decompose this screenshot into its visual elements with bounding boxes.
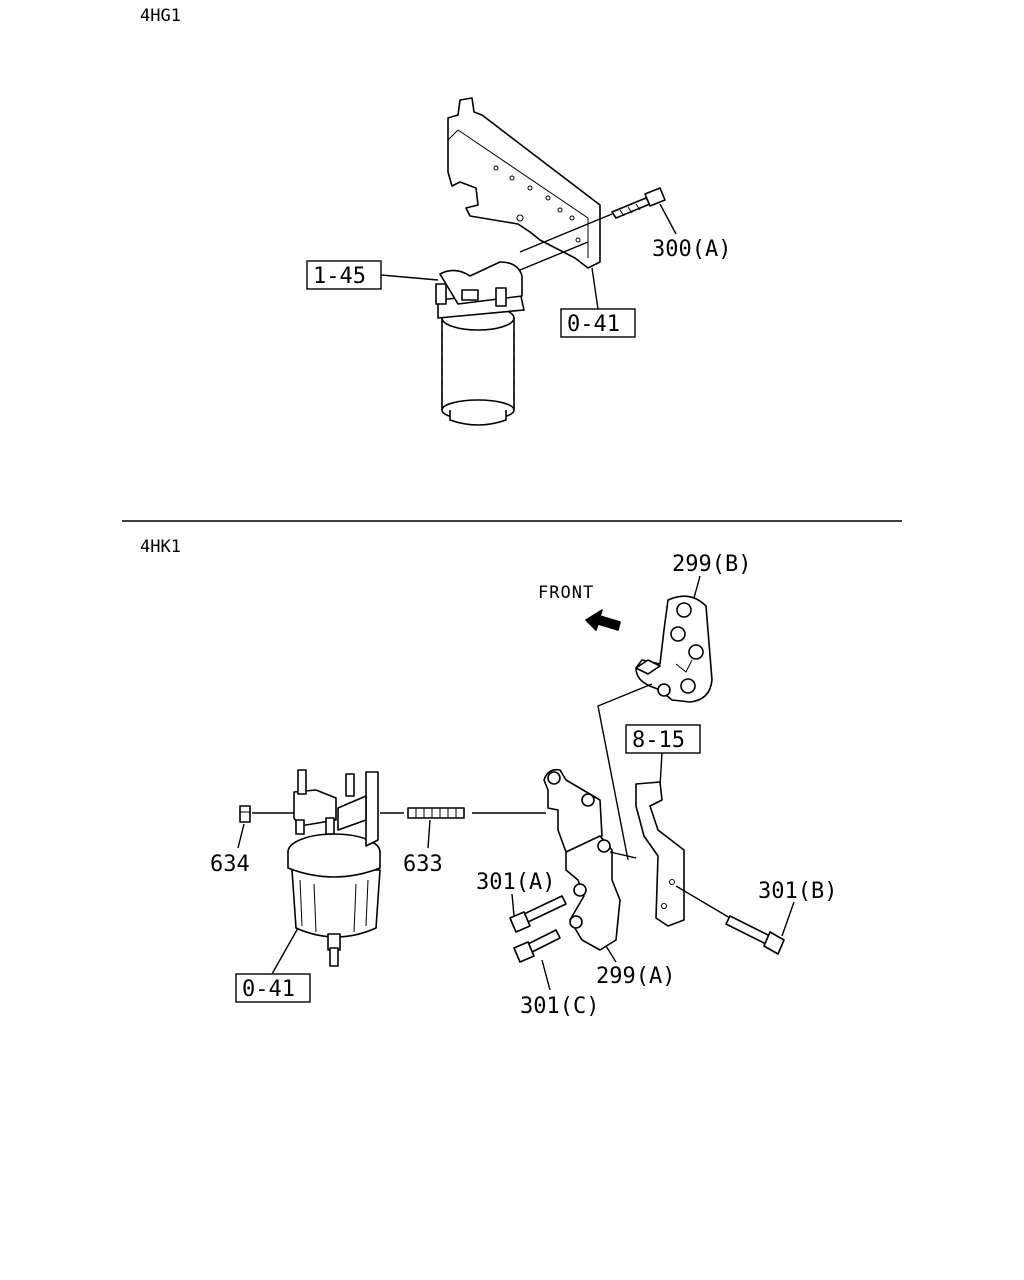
- callout-299a: 299(A): [596, 964, 675, 989]
- bottom-filter-assembly: [287, 769, 381, 967]
- top-bolt-leader-line: [519, 213, 613, 253]
- top-bolt-300a: [611, 187, 666, 219]
- section-title-4hk1: 4HK1: [140, 537, 181, 557]
- top-bracket: [447, 97, 601, 269]
- bolt-301b-leader-line: [675, 885, 731, 919]
- bolt-301b: [725, 915, 785, 955]
- lower-bracket-299a: [543, 768, 621, 951]
- upper-bracket-299b: [635, 595, 713, 703]
- top-bolt-callout-line: [659, 203, 677, 235]
- callout-0-41-top: 0-41: [567, 312, 620, 337]
- stud-633: [407, 807, 465, 819]
- callout-301c: 301(C): [520, 994, 599, 1019]
- top-filter-assembly: [435, 261, 525, 426]
- section-title-4hg1: 4HG1: [140, 6, 181, 26]
- callout-box-0-41-bottom: [235, 973, 311, 1003]
- callout-634: 634: [210, 852, 250, 877]
- callout-8-15: 8-15: [632, 728, 685, 753]
- callout-301b: 301(B): [758, 879, 837, 904]
- callout-301c-leader: [541, 959, 551, 991]
- plate-8-15: [635, 781, 685, 927]
- callout-299a-leader: [605, 945, 617, 963]
- callout-box-1-45: [306, 260, 382, 290]
- callout-301a-leader: [511, 893, 515, 917]
- bolt-301c: [513, 929, 561, 963]
- callout-1-45: 1-45: [313, 264, 366, 289]
- callout-box-0-41-top: [560, 308, 636, 338]
- callout-0-41-bottom-leader: [271, 927, 299, 975]
- bolt-301a: [509, 895, 567, 933]
- callout-8-15-leader: [659, 752, 663, 787]
- callout-301a: 301(A): [476, 870, 555, 895]
- lower-bracket-link-line: [609, 851, 637, 859]
- upper-bracket-mount-line: [597, 683, 653, 861]
- front-label: FRONT: [538, 583, 594, 603]
- callout-299b-leader: [693, 575, 701, 599]
- nut-634: [239, 805, 251, 823]
- callout-1-45-leader: [380, 274, 439, 281]
- callout-634-leader: [237, 823, 245, 849]
- callout-633: 633: [403, 852, 443, 877]
- top-filter-mount-line: [519, 241, 589, 271]
- front-arrow-icon: [585, 609, 621, 631]
- callout-301b-leader: [781, 901, 795, 937]
- callout-0-41-top-leader: [591, 267, 599, 310]
- callout-299b: 299(B): [672, 552, 751, 577]
- callout-633-leader: [427, 819, 431, 849]
- callout-0-41-bottom: 0-41: [242, 977, 295, 1002]
- callout-box-8-15: [625, 724, 701, 754]
- callout-300a: 300(A): [652, 237, 731, 262]
